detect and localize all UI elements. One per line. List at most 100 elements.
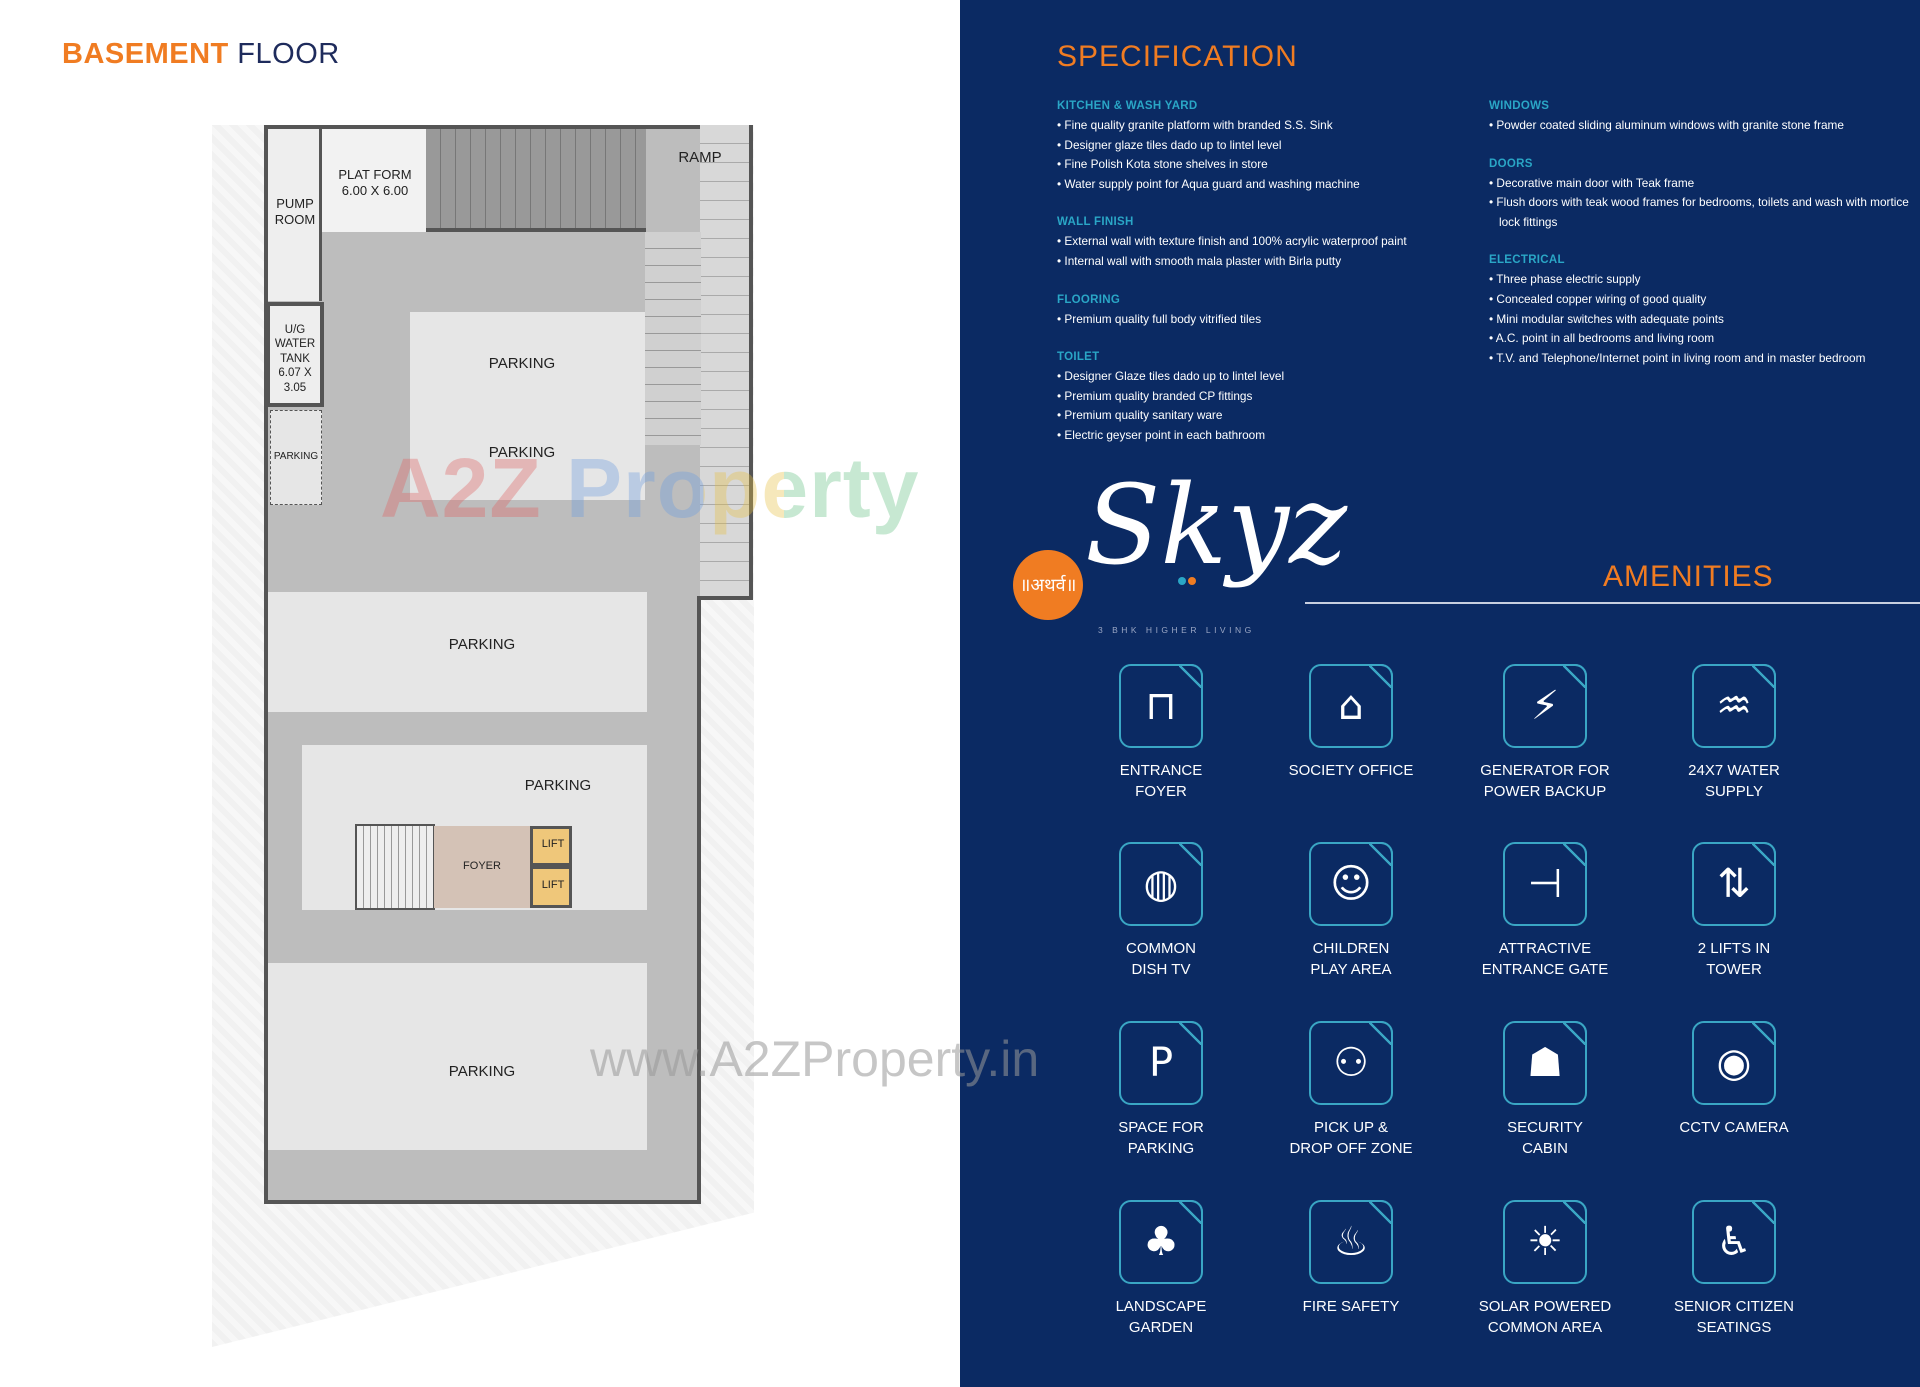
pump-room xyxy=(268,129,322,301)
amenity-item: ⌂ SOCIETY OFFICE xyxy=(1261,664,1441,781)
amenity-label: SOLAR POWERED COMMON AREA xyxy=(1478,1298,1612,1336)
parking-block-2 xyxy=(268,592,647,712)
amenity-label: 24X7 WATER SUPPLY xyxy=(1688,762,1780,800)
spec-heading: WINDOWS xyxy=(1489,100,1550,112)
spec-item: Three phase electric supply xyxy=(1489,270,1909,290)
amenity-label: SOCIETY OFFICE xyxy=(1288,762,1414,779)
label-parking: PARKING xyxy=(524,777,592,794)
landscape-garden-icon: ♣ xyxy=(1119,1200,1203,1284)
spec-heading: WALL FINISH xyxy=(1057,216,1134,229)
spec-item: Flush doors with teak wood frames for be… xyxy=(1489,193,1909,232)
brand-tagline: 3 BHK HIGHER LIVING xyxy=(1098,625,1255,635)
lift-1 xyxy=(530,826,572,866)
brand-name: Skyz xyxy=(1085,461,1348,589)
platform xyxy=(322,129,426,232)
amenity-item: ♒ 24X7 WATER SUPPLY xyxy=(1644,664,1824,802)
office-building-icon: ⌂ xyxy=(1309,664,1393,748)
amenities-title: AMENITIES xyxy=(1603,560,1774,593)
amenity-item: ◍ COMMON DISH TV xyxy=(1071,842,1251,980)
spec-item: Electric geyser point in each bathroom xyxy=(1057,426,1477,446)
amenity-label: CCTV CAMERA xyxy=(1679,1119,1789,1136)
amenity-label: PICK UP & DROP OFF ZONE xyxy=(1289,1119,1413,1157)
spec-item: Water supply point for Aqua guard and wa… xyxy=(1057,175,1477,195)
security-guard-icon: ☗ xyxy=(1503,1021,1587,1105)
amenity-item: ☀ SOLAR POWERED COMMON AREA xyxy=(1455,1200,1635,1338)
label-parking: PARKING xyxy=(488,355,556,372)
spec-section: WINDOWSPowder coated sliding aluminum wi… xyxy=(1489,97,1909,136)
spec-item: Premium quality sanitary ware xyxy=(1057,406,1477,426)
spec-item: Mini modular switches with adequate poin… xyxy=(1489,310,1909,330)
parking-bay-small xyxy=(270,410,322,505)
spec-item: Concealed copper wiring of good quality xyxy=(1489,290,1909,310)
parking-block-1 xyxy=(410,312,645,500)
parking-car-icon: P xyxy=(1119,1021,1203,1105)
amenity-item: ⇅ 2 LIFTS IN TOWER xyxy=(1644,842,1824,980)
amenity-item: P SPACE FOR PARKING xyxy=(1071,1021,1251,1159)
spec-heading: DOORS xyxy=(1489,157,1533,170)
amenity-label: GENERATOR FOR POWER BACKUP xyxy=(1480,762,1610,800)
specification-title: SPECIFICATION xyxy=(1057,40,1298,73)
amenity-item: ♿ SENIOR CITIZEN SEATINGS xyxy=(1644,1200,1824,1338)
spec-heading: ELECTRICAL xyxy=(1489,254,1565,267)
label-pump-room: PUMP ROOM xyxy=(274,196,316,228)
amenity-item: ◉CCTV CAMERA xyxy=(1644,1021,1824,1138)
amenity-label: SPACE FOR PARKING xyxy=(1118,1119,1204,1157)
amenity-label: 2 LIFTS IN TOWER xyxy=(1697,940,1771,978)
amenity-label: ENTRANCE FOYER xyxy=(1119,762,1203,800)
amenity-item: ♨FIRE SAFETY xyxy=(1261,1200,1441,1317)
label-platform: PLAT FORM 6.00 X 6.00 xyxy=(338,167,412,199)
amenity-item: ⚡GENERATOR FOR POWER BACKUP xyxy=(1455,664,1635,802)
label-parking: PARKING xyxy=(448,1063,516,1080)
amenity-label: FIRE SAFETY xyxy=(1302,1298,1400,1315)
spec-item: Fine quality granite platform with brand… xyxy=(1057,116,1477,136)
label-parking: PARKING xyxy=(488,444,556,461)
label-foyer: FOYER xyxy=(463,860,501,872)
ramp-descent xyxy=(645,232,701,445)
spec-item: A.C. point in all bedrooms and living ro… xyxy=(1489,329,1909,349)
ramp-curve xyxy=(700,125,749,596)
spec-item: Designer glaze tiles dado up to lintel l… xyxy=(1057,136,1477,156)
spec-section: KITCHEN & WASH YARD Fine quality granite … xyxy=(1057,97,1477,194)
watermark-url: www.A2ZProperty.in xyxy=(590,1031,1040,1087)
title-rest: FLOOR xyxy=(237,38,340,70)
floor-plan-title: BASEMENT FLOOR xyxy=(62,38,340,71)
spec-section: WALL FINISHExternal wall with texture fi… xyxy=(1057,213,1477,271)
water-tank xyxy=(266,302,324,407)
amenity-label: CHILDREN PLAY AREA xyxy=(1310,940,1392,978)
amenity-label: SECURITY CABIN xyxy=(1507,1119,1583,1157)
spec-heading: KITCHEN & WASH YARD xyxy=(1057,100,1198,112)
spec-item: Internal wall with smooth mala plaster w… xyxy=(1057,252,1477,272)
amenities-divider xyxy=(1305,602,1920,604)
water-tap-icon: ♒ xyxy=(1692,664,1776,748)
amenity-item: ♣ LANDSCAPE GARDEN xyxy=(1071,1200,1251,1338)
amenity-label: ATTRACTIVE ENTRANCE GATE xyxy=(1481,940,1609,978)
parking-block-4 xyxy=(268,963,647,1150)
spec-item: Decorative main door with Teak frame xyxy=(1489,174,1909,194)
label-parking: PARKING xyxy=(273,451,319,462)
brand-dots xyxy=(1178,572,1198,590)
label-water-tank: U/G WATER TANK 6.07 X 3.05 xyxy=(274,324,316,394)
amenity-label: LANDSCAPE GARDEN xyxy=(1115,1298,1207,1336)
playground-icon: ☺ xyxy=(1309,842,1393,926)
amenity-label: SENIOR CITIZEN SEATINGS xyxy=(1673,1298,1794,1336)
label-parking: PARKING xyxy=(448,636,516,653)
label-lift: LIFT xyxy=(541,879,565,891)
spec-item: Fine Polish Kota stone shelves in store xyxy=(1057,155,1477,175)
spec-heading: TOILET xyxy=(1057,351,1100,364)
spec-section: TOILETDesigner Glaze tiles dado up to li… xyxy=(1057,348,1477,445)
spec-section: FLOORINGPremium quality full body vitrif… xyxy=(1057,291,1477,330)
solar-panel-icon: ☀ xyxy=(1503,1200,1587,1284)
spec-item: T.V. and Telephone/Internet point in liv… xyxy=(1489,349,1909,369)
foyer xyxy=(434,826,530,908)
elevator-icon: ⇅ xyxy=(1692,842,1776,926)
title-bold: BASEMENT xyxy=(62,38,229,70)
satellite-dish-icon: ◍ xyxy=(1119,842,1203,926)
amenity-item: ☗ SECURITY CABIN xyxy=(1455,1021,1635,1159)
label-lift: LIFT xyxy=(541,838,565,850)
amenity-item: ☺ CHILDREN PLAY AREA xyxy=(1261,842,1441,980)
lift-2 xyxy=(530,866,572,908)
spec-item: Premium quality branded CP fittings xyxy=(1057,387,1477,407)
senior-seating-icon: ♿ xyxy=(1692,1200,1776,1284)
amenity-label: COMMON DISH TV xyxy=(1126,940,1196,978)
floor-plan-panel: BASEMENT FLOOR PUMP ROOM PLAT FORM 6.00 … xyxy=(62,38,919,1347)
